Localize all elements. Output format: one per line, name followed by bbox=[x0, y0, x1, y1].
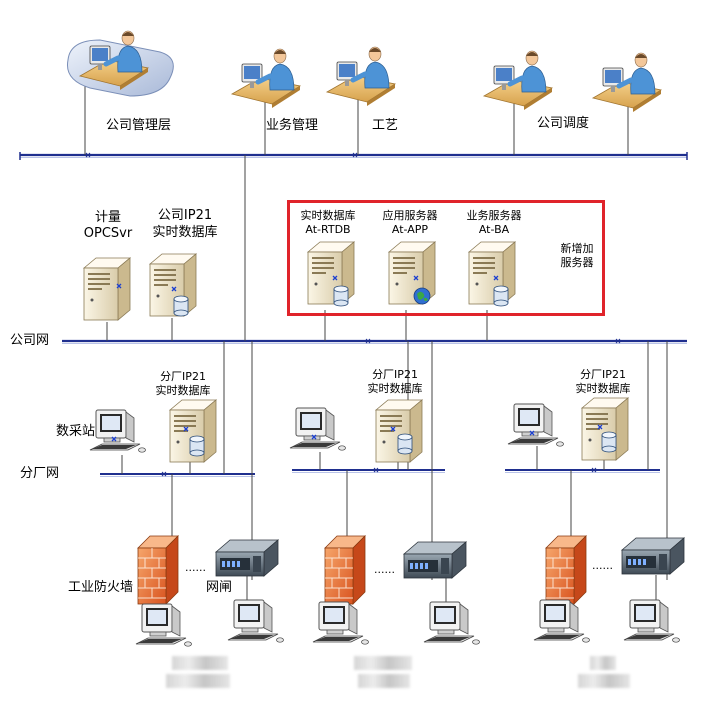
dots-1: ...... bbox=[185, 561, 206, 574]
label-opcsvr: OPCSvr bbox=[83, 226, 133, 241]
label-process: 工艺 bbox=[372, 118, 399, 133]
branch-network-bus-3 bbox=[505, 469, 660, 473]
gate-1 bbox=[215, 539, 279, 577]
label-branch-ip21-3: 分厂IP21 bbox=[580, 368, 626, 381]
label-firewall: 工业防火墙 bbox=[68, 580, 134, 595]
branch-ip21-server-1 bbox=[169, 399, 217, 463]
label-branch-rtdb-1: 实时数据库 bbox=[155, 384, 211, 397]
redacted-label-3a bbox=[590, 656, 616, 670]
label-branch-rtdb-2: 实时数据库 bbox=[367, 382, 423, 395]
branch-network-bus-1 bbox=[100, 473, 255, 477]
business-mgmt-workstation bbox=[232, 49, 300, 108]
branch-network-bus-2 bbox=[292, 469, 445, 473]
label-rtdb-name: 实时数据库 bbox=[300, 209, 356, 222]
dots-3: ...... bbox=[592, 559, 613, 572]
label-branch-ip21-2: 分厂IP21 bbox=[372, 368, 418, 381]
label-company-rtdb: 实时数据库 bbox=[152, 225, 218, 240]
company-management-desk bbox=[66, 31, 174, 97]
branch-ip21-server-2 bbox=[375, 399, 423, 463]
dispatch-workstation-1 bbox=[484, 51, 552, 110]
firewall-2 bbox=[324, 535, 366, 605]
gate-3 bbox=[621, 537, 685, 575]
label-branch-net: 分厂网 bbox=[20, 466, 60, 481]
label-gate: 网闸 bbox=[206, 580, 233, 595]
field-pc-1a bbox=[135, 603, 192, 647]
redacted-label-1b bbox=[166, 674, 230, 688]
redacted-label-2a bbox=[354, 656, 412, 670]
acq-station-pc-2 bbox=[289, 407, 346, 451]
company-network-bus bbox=[62, 339, 687, 344]
redacted-label-2b bbox=[358, 674, 410, 688]
gate-2 bbox=[403, 541, 467, 579]
label-company-dispatch: 公司调度 bbox=[537, 116, 590, 131]
label-acq-station: 数采站 bbox=[56, 424, 96, 439]
field-pc-3b bbox=[623, 599, 680, 643]
device-markers bbox=[111, 275, 603, 442]
dots-2: ...... bbox=[374, 563, 395, 576]
label-company-net: 公司网 bbox=[10, 333, 50, 348]
branch-ip21-server-3 bbox=[581, 397, 629, 461]
field-pc-2a bbox=[312, 601, 369, 645]
top-backbone bbox=[19, 152, 688, 160]
field-pc-1b bbox=[227, 599, 284, 643]
redacted-label-3b bbox=[578, 674, 630, 688]
label-rtdb-code: At-RTDB bbox=[305, 223, 351, 236]
label-app-name: 应用服务器 bbox=[382, 209, 438, 222]
label-new-servers-2: 服务器 bbox=[560, 256, 594, 269]
field-pc-3a bbox=[533, 599, 590, 643]
bus-markers bbox=[85, 152, 621, 477]
label-company-ip21: 公司IP21 bbox=[157, 208, 213, 223]
label-metering: 计量 bbox=[94, 210, 121, 225]
process-workstation bbox=[327, 47, 395, 106]
label-new-servers-1: 新增加 bbox=[560, 242, 594, 255]
company-ip21-server bbox=[149, 253, 197, 317]
label-branch-rtdb-3: 实时数据库 bbox=[575, 382, 631, 395]
firewall-3 bbox=[545, 535, 587, 605]
new-servers-highlight bbox=[287, 200, 605, 316]
field-pc-2b bbox=[423, 601, 480, 645]
acq-station-pc-1 bbox=[89, 409, 146, 453]
firewall-1 bbox=[137, 535, 179, 605]
label-ba-name: 业务服务器 bbox=[466, 209, 522, 222]
dispatch-workstation-2 bbox=[593, 53, 661, 112]
metering-opcsvr-server bbox=[83, 257, 131, 321]
label-business-mgmt: 业务管理 bbox=[266, 118, 319, 133]
redacted-label-1a bbox=[172, 656, 228, 670]
label-branch-ip21-1: 分厂IP21 bbox=[160, 370, 206, 383]
label-app-code: At-APP bbox=[391, 223, 429, 236]
acq-station-pc-3 bbox=[507, 403, 564, 447]
label-company-mgmt: 公司管理层 bbox=[106, 118, 172, 133]
label-ba-code: At-BA bbox=[478, 223, 510, 236]
